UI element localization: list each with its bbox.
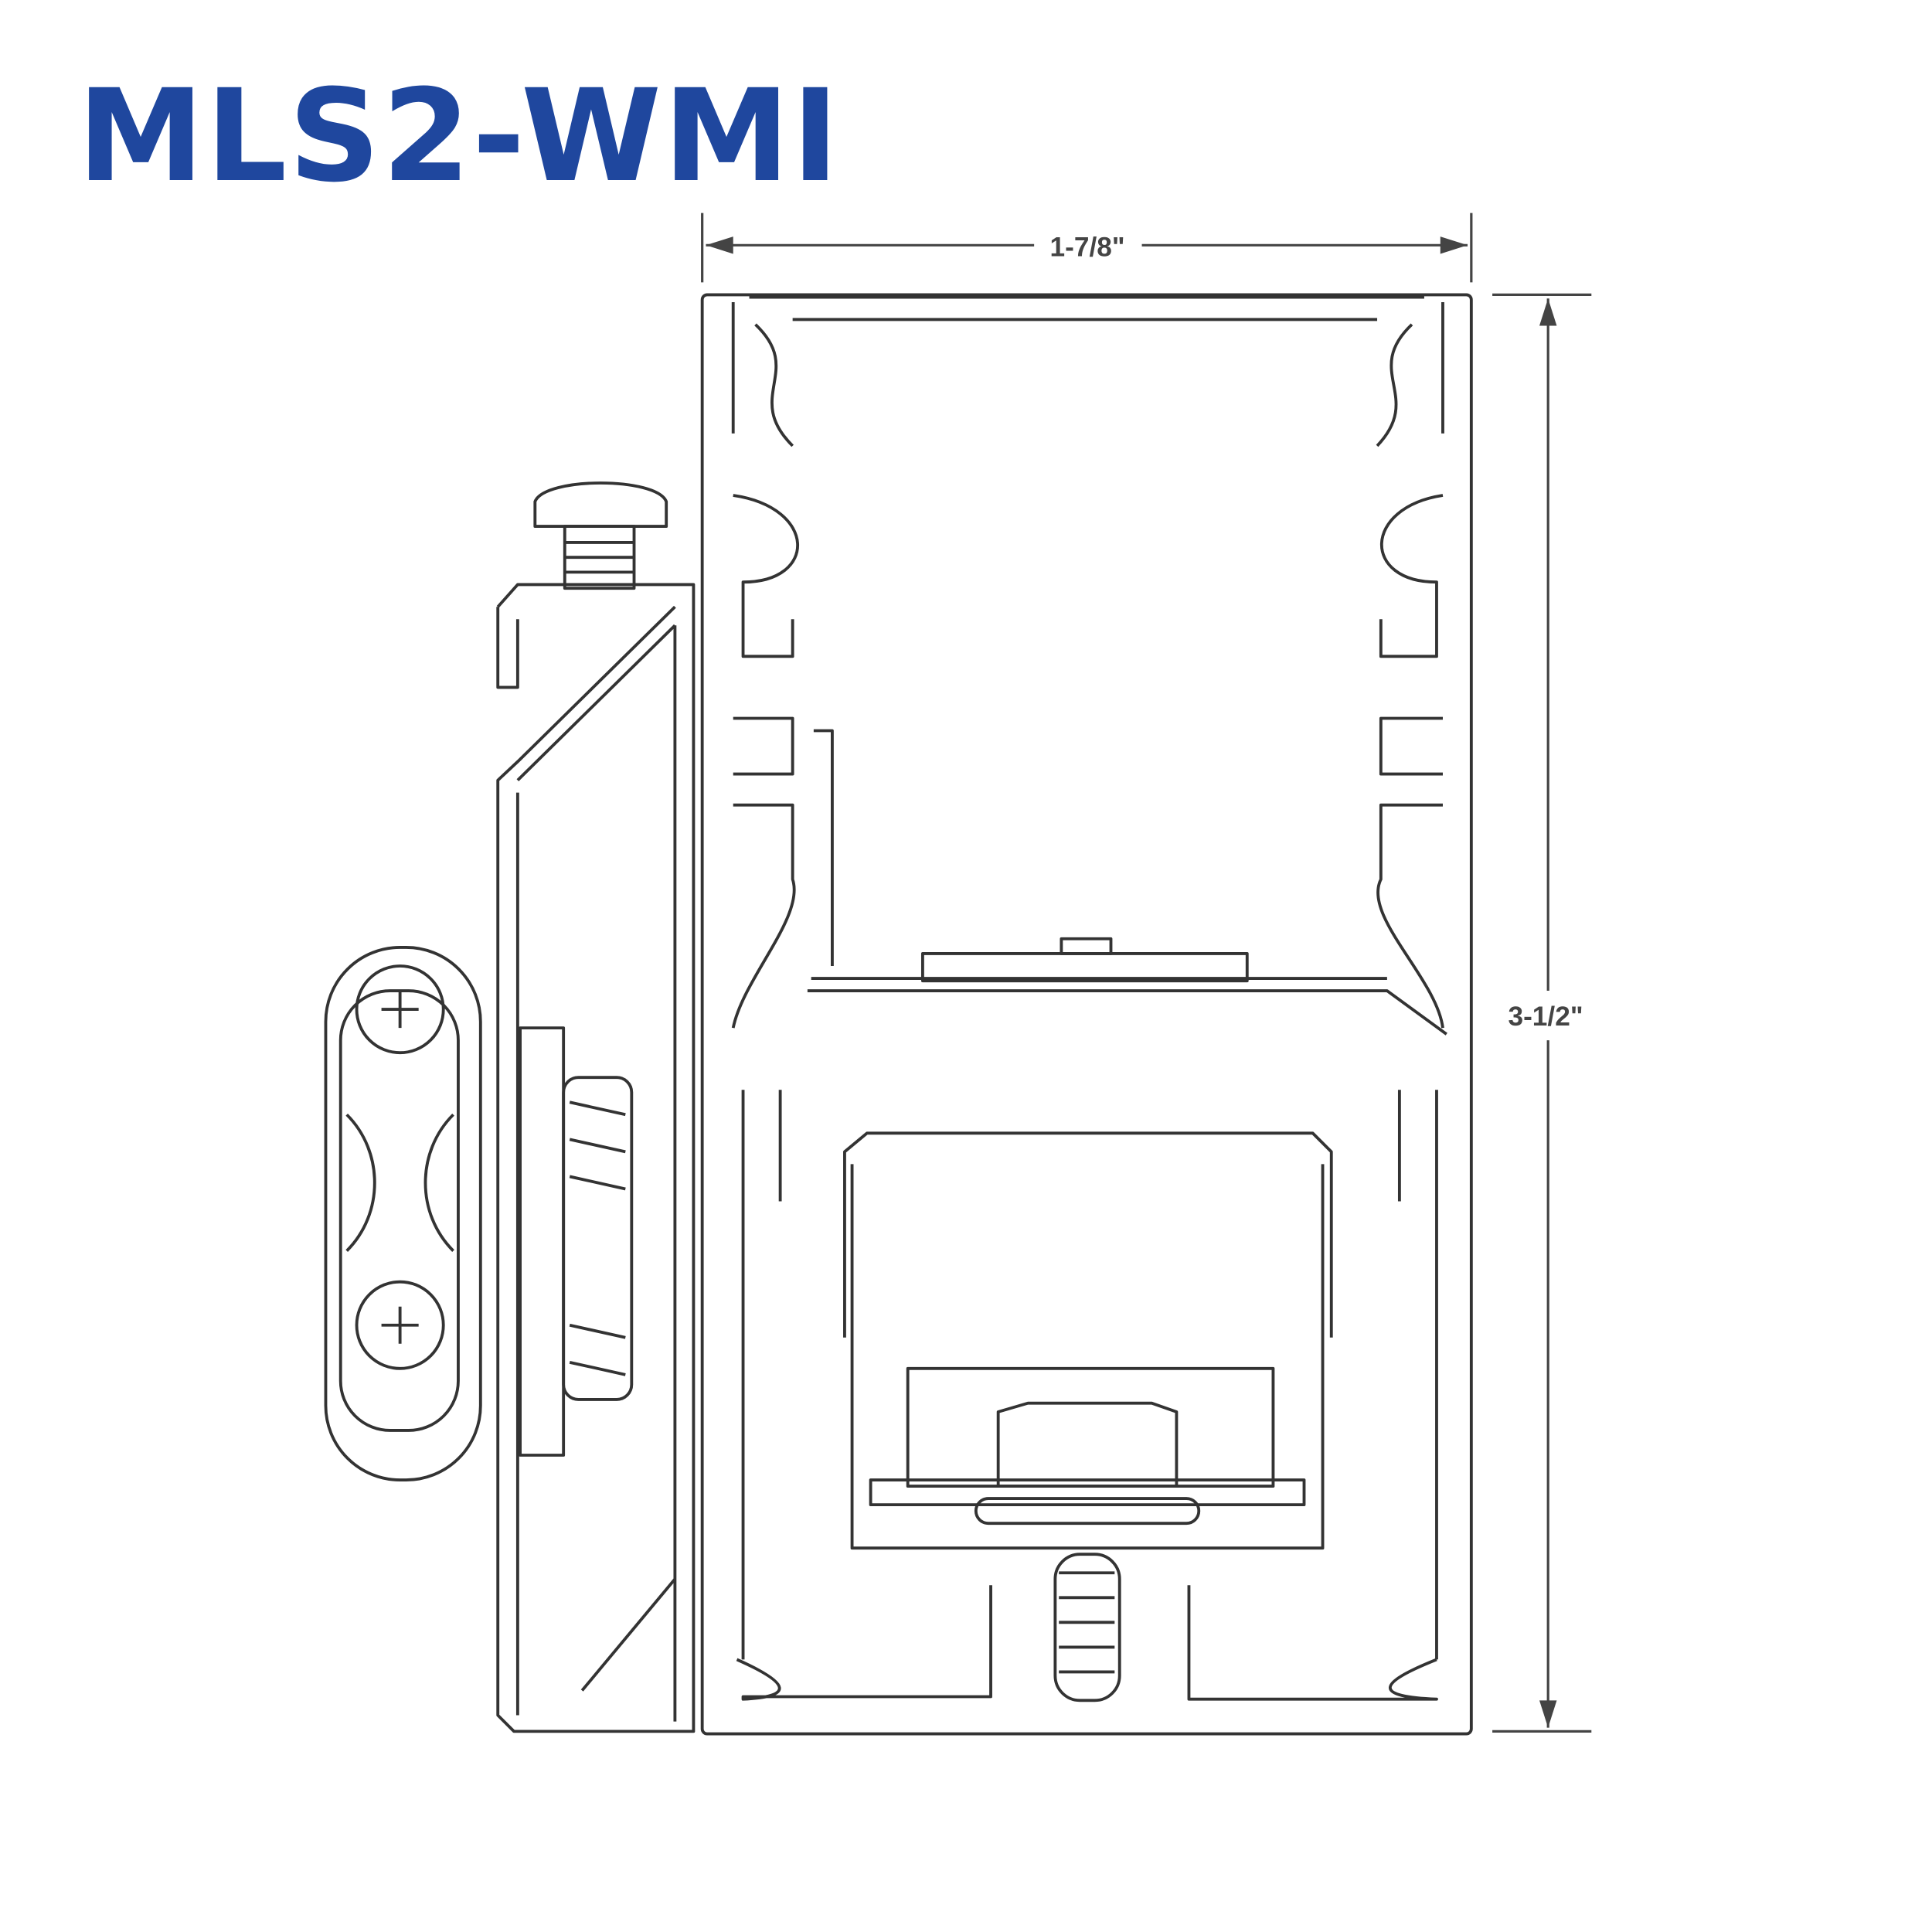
mounting-bracket <box>807 729 1447 1036</box>
extrusion-profile <box>700 293 1473 1736</box>
wall-mount-plate <box>496 481 696 1733</box>
height-label: 3-1/2" <box>1508 1002 1583 1032</box>
width-dimension: 1-7/8" <box>701 213 1473 283</box>
model-title: MLS2-WMI <box>77 62 841 210</box>
driver-housing <box>843 1131 1333 1702</box>
width-label: 1-7/8" <box>1050 233 1125 263</box>
conduit-fitting <box>324 946 634 1481</box>
height-dimension: 3-1/2" <box>1492 293 1592 1733</box>
